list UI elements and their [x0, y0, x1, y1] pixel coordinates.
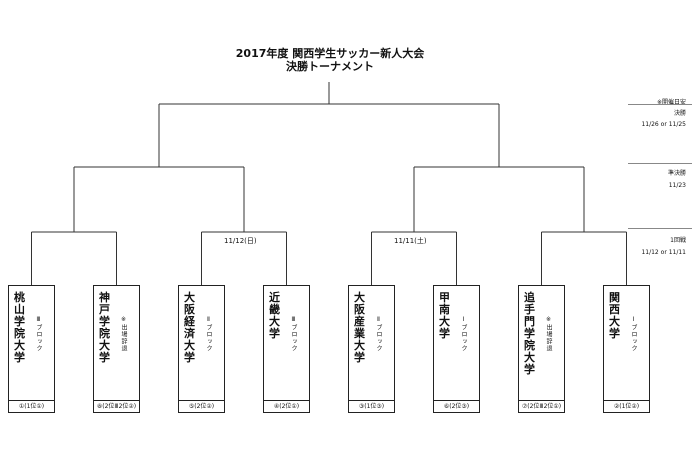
team-seed: ⑦(2位Ⅲ2位①) [519, 400, 564, 412]
team-block: Ⅰブロック [630, 316, 637, 352]
team-block: ※出場辞退 [545, 316, 552, 352]
team-seed: ⑧(2位Ⅲ2位②) [94, 400, 139, 412]
team-box-7: 追手門学院大学 ※出場辞退 ⑦(2位Ⅲ2位①) [518, 285, 565, 413]
final-round-label: 決勝 [673, 110, 686, 117]
team-box-6: 甲南大学 Ⅰブロック ⑥(2位③) [433, 285, 480, 413]
team-block: Ⅲブロック [290, 316, 297, 352]
team-seed: ④(2位①) [264, 400, 309, 412]
team-seed: ①(1位①) [9, 400, 54, 412]
team-box-4: 近畿大学 Ⅲブロック ④(2位①) [263, 285, 310, 413]
team-seed: ⑥(2位③) [434, 400, 479, 412]
team-name: 関西大学 [609, 291, 620, 340]
team-box-8: 関西大学 Ⅰブロック ②(1位②) [603, 285, 650, 413]
team-seed: ③(1位③) [349, 400, 394, 412]
team-block: Ⅲブロック [35, 316, 42, 352]
semi-row-line [628, 163, 692, 164]
team-box-1: 桃山学院大学 Ⅲブロック ①(1位①) [8, 285, 55, 413]
team-name: 大阪経済大学 [184, 291, 195, 364]
team-name: 大阪産業大学 [354, 291, 365, 364]
team-block: Ⅱブロック [375, 316, 382, 352]
team-name: 近畿大学 [269, 291, 280, 340]
team-seed: ⑤(2位②) [179, 400, 224, 412]
team-box-3: 大阪経済大学 Ⅱブロック ⑤(2位②) [178, 285, 225, 413]
title-line-2: 決勝トーナメント [286, 60, 374, 73]
team-name: 神戸学院大学 [99, 291, 110, 364]
schedule-note: ※開催日安 [656, 99, 686, 106]
semi-round-label: 準決勝 [667, 170, 686, 177]
team-box-5: 大阪産業大学 Ⅱブロック ③(1位③) [348, 285, 395, 413]
team-block: ※出場辞退 [120, 316, 127, 352]
team-block: Ⅱブロック [205, 316, 212, 352]
first-round-label: 1回戦 [670, 237, 686, 244]
team-seed: ②(1位②) [604, 400, 649, 412]
left-match-date: 11/12(日) [224, 237, 257, 245]
first-row-line [628, 228, 692, 229]
title-line-1: 2017年度 関西学生サッカー新人大会 [235, 47, 425, 60]
semi-round-date: 11/23 [668, 182, 686, 189]
team-name: 甲南大学 [439, 291, 450, 340]
team-name: 追手門学院大学 [524, 291, 535, 376]
first-round-date: 11/12 or 11/11 [641, 249, 686, 256]
final-row-line [628, 104, 692, 105]
team-block: Ⅰブロック [460, 316, 467, 352]
tournament-title: 2017年度 関西学生サッカー新人大会 決勝トーナメント [200, 47, 460, 73]
final-round-date: 11/26 or 11/25 [641, 121, 686, 128]
right-match-date: 11/11(土) [394, 237, 427, 245]
team-name: 桃山学院大学 [14, 291, 25, 364]
team-box-2: 神戸学院大学 ※出場辞退 ⑧(2位Ⅲ2位②) [93, 285, 140, 413]
